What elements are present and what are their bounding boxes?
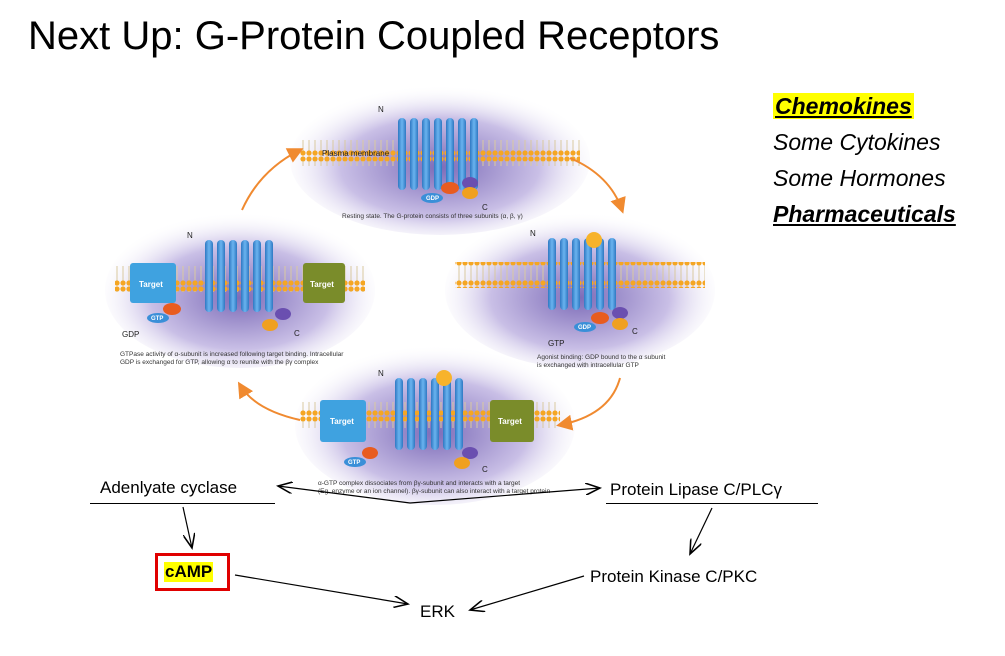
receptor-helices-right [548, 238, 616, 310]
receptor-helices-left [205, 240, 273, 312]
panel-gtpase-activity: Target Target N C GTP GDP GTPase activit… [105, 212, 375, 368]
panel-agonist-binding: N C GDP GTP Agonist binding: GDP bound t… [445, 212, 715, 369]
camp-box: cAMP [155, 553, 230, 591]
ligand-class-cytokines: Some Cytokines [773, 129, 941, 155]
pathway-arrows [182, 486, 713, 610]
panel-resting-state: Plasma membrane N C GDP Resting state. T… [290, 85, 590, 235]
node-plc: Protein Lipase C/PLCγ [610, 480, 782, 499]
svg-text:GDP: GDP [578, 325, 591, 331]
svg-text:N: N [187, 231, 193, 240]
caption-resting: Resting state. The G-protein consists of… [342, 213, 523, 220]
svg-text:C: C [632, 327, 638, 336]
node-camp: cAMP [164, 562, 214, 582]
target-box-left-2 [303, 263, 345, 303]
svg-text:C: C [482, 203, 488, 212]
svg-text:Agonist binding: GDP bound to: Agonist binding: GDP bound to the α subu… [537, 354, 666, 361]
panel-dissociation: Target Target N C GTP α-GTP complex diss… [295, 345, 575, 505]
svg-text:GTPase activity of α-subunit i: GTPase activity of α-subunit is increase… [120, 351, 344, 358]
agonist-ligand-icon [586, 232, 602, 248]
plc-underline [606, 503, 818, 504]
svg-text:GTP: GTP [548, 339, 564, 348]
svg-text:N: N [378, 369, 384, 378]
receptor-helices-top [398, 118, 478, 190]
svg-text:GDP is exchanged for GTP, allo: GDP is exchanged for GTP, allowing α to … [120, 359, 319, 366]
svg-text:GTP: GTP [348, 460, 360, 466]
svg-text:(Eg. enzyme or an ion channel): (Eg. enzyme or an ion channel). βγ-subun… [318, 488, 550, 495]
ligand-class-hormones: Some Hormones [773, 165, 946, 191]
svg-text:GDP: GDP [122, 330, 139, 339]
svg-text:α-GTP complex dissociates from: α-GTP complex dissociates from βγ-subuni… [318, 480, 520, 487]
target-box-bottom-2 [490, 400, 534, 442]
svg-text:is exchanged with intracellula: is exchanged with intracellular GTP [537, 362, 639, 369]
target-box-bottom [320, 400, 366, 442]
svg-text:Target: Target [310, 280, 334, 289]
membrane-label: Plasma membrane [322, 149, 390, 158]
agonist-ligand-icon [436, 370, 452, 386]
node-adenylate-cyclase: Adenlyate cyclase [100, 478, 238, 497]
node-erk: ERK [420, 602, 455, 621]
svg-text:Target: Target [330, 417, 354, 426]
cycle-arrows [237, 148, 626, 431]
ligand-class-list: Chemokines Some Cytokines Some Hormones … [773, 88, 956, 232]
ligand-class-pharmaceuticals: Pharmaceuticals [773, 201, 956, 227]
ligand-class-chemokines: Chemokines [773, 93, 914, 119]
slide-title: Next Up: G-Protein Coupled Receptors [28, 14, 720, 58]
receptor-helices-bottom [395, 378, 463, 450]
svg-text:C: C [482, 465, 488, 474]
svg-text:GDP: GDP [426, 196, 439, 202]
adenylate-underline [90, 503, 275, 504]
svg-text:Target: Target [498, 417, 522, 426]
svg-text:Target: Target [139, 280, 163, 289]
node-pkc: Protein Kinase C/PKC [590, 567, 758, 586]
svg-text:GTP: GTP [151, 316, 163, 322]
svg-text:N: N [378, 105, 384, 114]
svg-text:N: N [530, 229, 536, 238]
target-box-left [130, 263, 176, 303]
svg-text:C: C [294, 329, 300, 338]
